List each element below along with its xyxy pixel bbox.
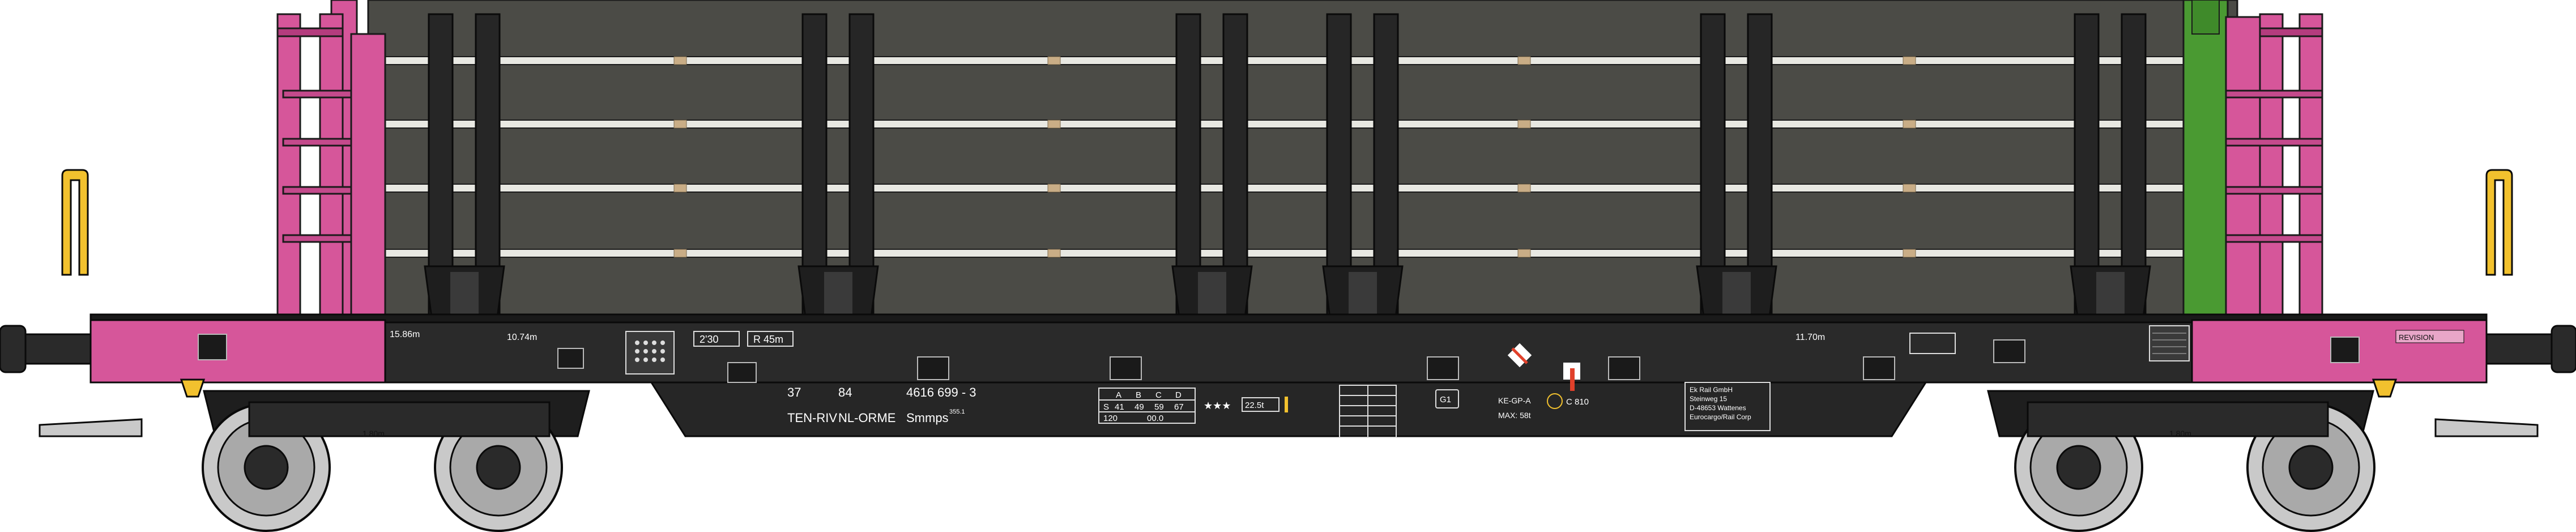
load-row-00: 00.0: [1147, 414, 1163, 423]
bogie-b-label: 1.80m: [2169, 429, 2191, 438]
type-code-label: Smmps: [906, 411, 949, 425]
owner-block-4: Eurocargo/Rail Corp: [1690, 413, 1751, 421]
timber-load: [367, 0, 2238, 316]
bogie-left: [202, 390, 590, 532]
load-col-c: C: [1155, 390, 1162, 400]
curve-b-box: [747, 331, 794, 347]
load-row-120: 120: [1103, 414, 1118, 423]
speed-box-label: 22.5t: [1245, 401, 1264, 410]
bogie-a-label: 1.80m: [362, 429, 385, 438]
owner-block-2: Steinweg 15: [1690, 395, 1727, 403]
g1-box: [1435, 389, 1459, 408]
ke-label: KE-GP-A: [1498, 396, 1531, 405]
step-plate-left: [39, 418, 143, 437]
type-sup-label: 355.1: [949, 408, 965, 415]
load-table: [1098, 388, 1196, 424]
buffer-left: [0, 325, 92, 373]
green-load-strap-top: [2191, 0, 2220, 35]
handle-right: [2485, 169, 2513, 276]
owner-label: NL-ORME: [838, 411, 895, 425]
stars-label: ★★★: [1204, 400, 1231, 411]
owner-plate: [1684, 382, 1771, 431]
brake-fittings: [198, 334, 2360, 383]
gauge-plate-icon: [625, 331, 675, 374]
bogie-right: [1987, 390, 2375, 532]
wheel-icon: [202, 403, 331, 532]
curve-a-label: 2'30: [700, 334, 718, 345]
length-mid-label: 10.74m: [507, 333, 537, 342]
load-row-s-0: S: [1103, 402, 1109, 412]
c810-label: C 810: [1566, 397, 1589, 407]
coupling-hooks: [180, 378, 2398, 398]
load-col-a: A: [1116, 390, 1121, 400]
load-col-d: D: [1175, 390, 1182, 400]
wagon-number-a: 37: [787, 385, 801, 399]
wagon-number-b: 84: [838, 385, 852, 399]
end-sill-left: [89, 319, 386, 384]
brake-table: [1339, 385, 1397, 438]
owner-block-1: Ek Rail GmbH: [1690, 386, 1733, 394]
pink-end-stanchions-right: [2225, 13, 2323, 350]
load-row-s-4: 67: [1174, 402, 1184, 412]
load-row-s-2: 49: [1135, 402, 1144, 412]
length-left-label: 15.86m: [390, 330, 420, 339]
revision-text: REVISION: [2399, 333, 2434, 342]
green-load-strap: [2182, 0, 2229, 316]
revision-plate: [2395, 330, 2464, 343]
regime-label: TEN-RIV: [787, 411, 837, 425]
owner-block-3: D-48653 Wattenes: [1690, 404, 1746, 412]
underframe: [89, 313, 2488, 437]
brake-sticker-icon: [1563, 363, 1580, 391]
yellow-marker: [1285, 397, 1288, 412]
g1-label: G1: [1440, 395, 1451, 405]
curve-a-box: [693, 331, 740, 347]
speed-box: [1242, 397, 1280, 412]
blank-plate: [1909, 333, 1956, 354]
load-col-b: B: [1136, 390, 1141, 400]
k-badge-icon: [1547, 393, 1563, 409]
max-label: MAX: 58t: [1498, 411, 1531, 420]
grid-plate: [2149, 325, 2190, 361]
load-row-s-1: 41: [1115, 402, 1124, 412]
load-row-s-3: 59: [1154, 402, 1164, 412]
pink-end-stanchions-left: [276, 0, 386, 350]
wagon-number-c: 4616 699 - 3: [906, 385, 976, 399]
curve-b-label: R 45m: [753, 334, 783, 345]
buffer-right: [2485, 325, 2576, 373]
handle-left: [61, 169, 89, 276]
length-right-label: 11.70m: [1795, 333, 1825, 342]
step-plate-right: [2434, 418, 2539, 437]
